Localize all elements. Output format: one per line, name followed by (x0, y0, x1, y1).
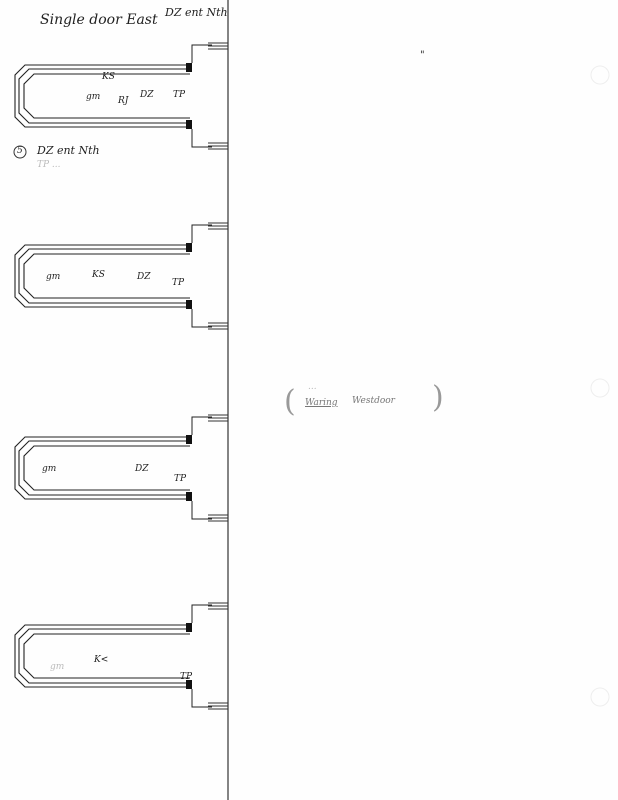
room-label: DZ (137, 272, 151, 282)
room-label: DZ (140, 90, 154, 100)
room-outline (14, 64, 190, 128)
room-outline (14, 244, 190, 308)
room-label: K< (94, 655, 109, 665)
room-label: KS (92, 270, 105, 280)
wall-segment (191, 224, 212, 328)
door-post (186, 435, 192, 444)
door-post (186, 680, 192, 689)
note-text: DZ ent Nth (37, 144, 100, 157)
quote-mark: " (420, 50, 425, 61)
punch-hole (590, 378, 610, 398)
room-label: gm (50, 662, 65, 672)
room-label: TP (180, 672, 193, 682)
side-note-close-paren: ) (432, 380, 444, 415)
room-label: RJ (118, 96, 129, 106)
room-label: gm (42, 464, 57, 474)
note-number: 5 (17, 146, 23, 156)
punch-hole (590, 65, 610, 85)
door-post (186, 63, 192, 72)
door-post (186, 120, 192, 129)
room-outline (14, 624, 190, 688)
door-post (186, 492, 192, 501)
wall-segment (191, 604, 212, 708)
room-label: gm (46, 272, 61, 282)
room-label: TP (172, 278, 185, 288)
room-label: gm (86, 92, 101, 102)
room-label: TP (173, 90, 186, 100)
side-note-underlined: Waring (305, 398, 338, 408)
side-note-faint: ... (308, 382, 317, 392)
room-label: KS (102, 72, 115, 82)
room-label: TP (174, 474, 187, 484)
page-title: Single door East (40, 12, 158, 28)
punch-hole (590, 687, 610, 707)
side-note-text: Westdoor (352, 396, 395, 406)
top-right-note: DZ ent Nth (165, 6, 228, 19)
wall-segment (191, 44, 212, 148)
door-post (186, 243, 192, 252)
door-post (186, 300, 192, 309)
room-label: DZ (135, 464, 149, 474)
note-faint-text: TP ... (37, 160, 61, 170)
door-post (186, 623, 192, 632)
circled-number (13, 145, 27, 159)
side-note-open-paren: ( (284, 384, 296, 419)
room-outline (14, 436, 190, 500)
wall-segment (191, 416, 212, 520)
